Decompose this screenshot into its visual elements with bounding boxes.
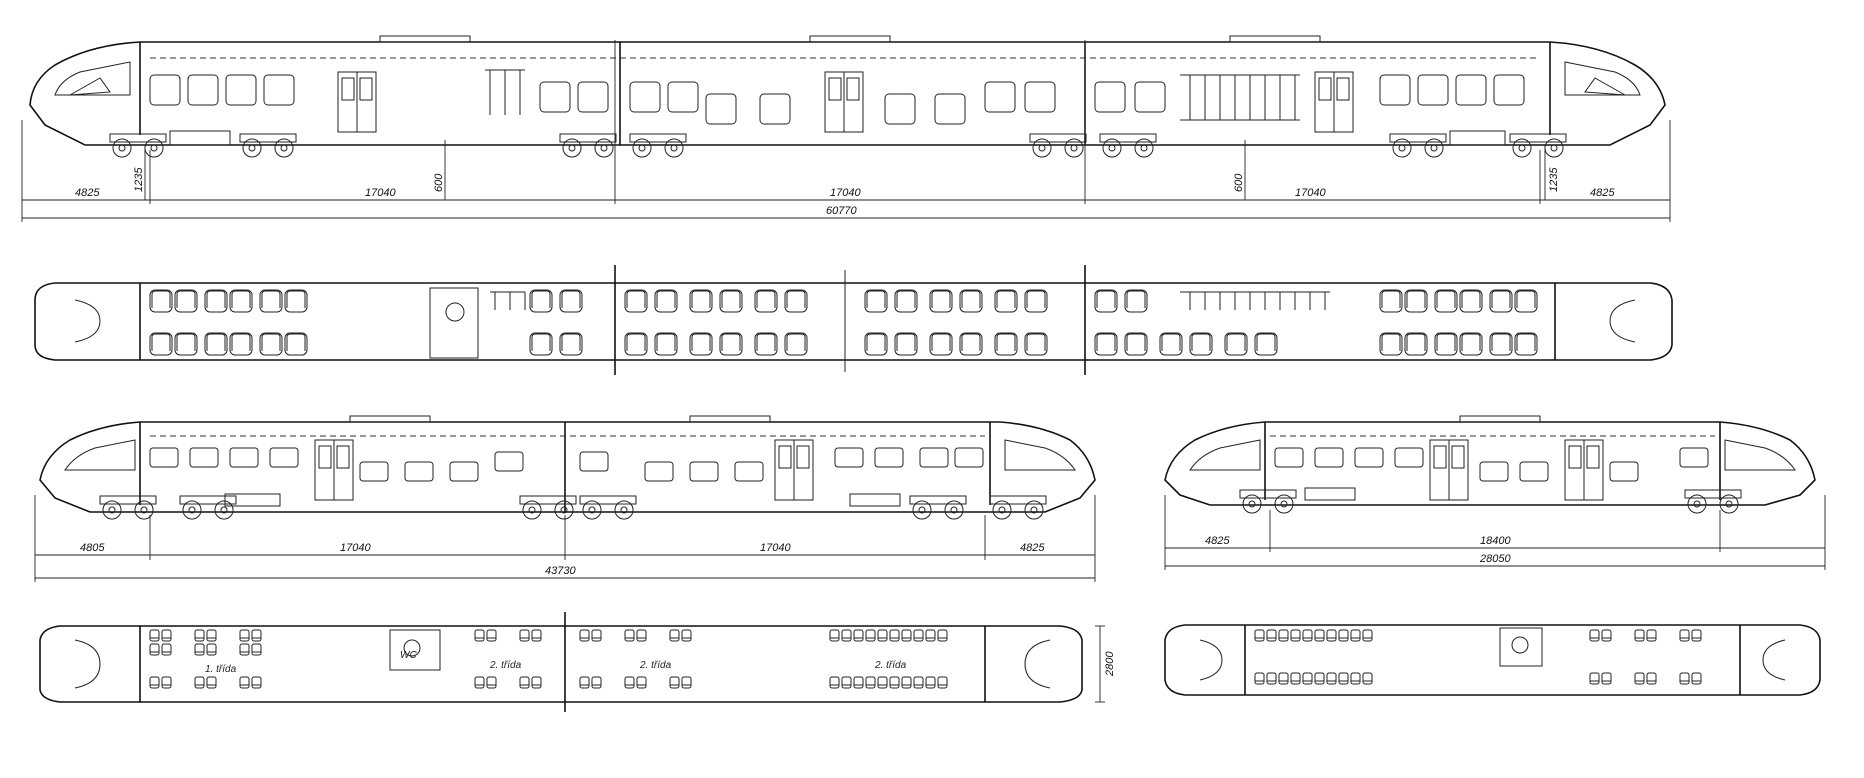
single-car-side-view: 4825 18400 28050 — [1164, 415, 1826, 570]
dim-2car-4: 4825 — [1020, 542, 1045, 554]
three-car-plan-view — [34, 265, 1673, 375]
dim-3car-h4: 1235 — [1548, 167, 1560, 192]
dim-3car-1: 4825 — [75, 187, 100, 199]
dim-2car-overall: 43730 — [545, 565, 576, 577]
class-label-3: 2. třída — [639, 660, 672, 671]
class-label-1: 1. třída — [205, 664, 237, 675]
dim-3car-3: 17040 — [830, 187, 861, 199]
dim-3car-4: 17040 — [1295, 187, 1326, 199]
two-car-side-view: 4805 17040 17040 4825 43730 — [34, 415, 1096, 582]
dim-1car-2: 18400 — [1480, 535, 1511, 547]
class-label-2: 2. třída — [489, 660, 522, 671]
two-car-plan-view: WC 1. třída 2. třída 2. třída 2. třída 2… — [39, 612, 1116, 712]
dim-3car-h1: 1235 — [133, 167, 145, 192]
dim-3car-h3: 600 — [1233, 173, 1245, 192]
dim-3car-5: 4825 — [1590, 187, 1615, 199]
dim-1car-overall: 28050 — [1479, 553, 1511, 565]
dim-3car-overall: 60770 — [826, 205, 857, 217]
dim-2car-2: 17040 — [340, 542, 371, 554]
dim-2car-3: 17040 — [760, 542, 791, 554]
single-car-plan-view — [1164, 624, 1821, 696]
class-label-4: 2. třída — [874, 660, 907, 671]
dim-3car-2: 17040 — [365, 187, 396, 199]
wc-label: WC — [400, 650, 417, 661]
dim-2car-1: 4805 — [80, 542, 105, 554]
dim-3car-h2: 600 — [433, 173, 445, 192]
dim-1car-1: 4825 — [1205, 535, 1230, 547]
three-car-side-view: 4825 17040 17040 17040 4825 60770 1235 6… — [21, 35, 1671, 222]
dim-plan-width: 2800 — [1104, 651, 1116, 677]
